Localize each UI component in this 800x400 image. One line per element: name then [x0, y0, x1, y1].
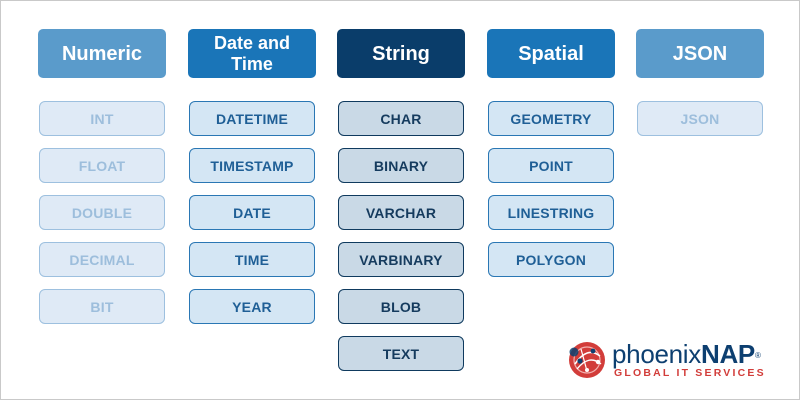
- logo-wordmark: phoenixNAP®: [612, 340, 761, 368]
- registered-mark: ®: [754, 351, 761, 360]
- phoenixnap-logo: phoenixNAP® GLOBAL IT SERVICES: [567, 336, 789, 384]
- category-header-json: JSON: [636, 29, 764, 78]
- type-list-numeric: INT FLOAT DOUBLE DECIMAL BIT: [39, 101, 165, 324]
- type-char: CHAR: [338, 101, 464, 136]
- type-int: INT: [39, 101, 165, 136]
- type-list-json: JSON: [637, 101, 763, 136]
- type-double: DOUBLE: [39, 195, 165, 230]
- type-list-string: CHAR BINARY VARCHAR VARBINARY BLOB TEXT: [338, 101, 464, 371]
- category-numeric: Numeric INT FLOAT DOUBLE DECIMAL BIT: [38, 29, 166, 336]
- type-varbinary: VARBINARY: [338, 242, 464, 277]
- type-year: YEAR: [189, 289, 315, 324]
- type-date: DATE: [189, 195, 315, 230]
- category-string: String CHAR BINARY VARCHAR VARBINARY BLO…: [337, 29, 465, 383]
- category-json: JSON JSON: [636, 29, 764, 148]
- type-linestring: LINESTRING: [488, 195, 614, 230]
- type-text: TEXT: [338, 336, 464, 371]
- category-header-string: String: [337, 29, 465, 78]
- type-bit: BIT: [39, 289, 165, 324]
- type-varchar: VARCHAR: [338, 195, 464, 230]
- type-datetime: DATETIME: [189, 101, 315, 136]
- type-time: TIME: [189, 242, 315, 277]
- type-blob: BLOB: [338, 289, 464, 324]
- type-decimal: DECIMAL: [39, 242, 165, 277]
- logo-name-nap: NAP: [700, 339, 755, 369]
- type-list-spatial: GEOMETRY POINT LINESTRING POLYGON: [488, 101, 614, 277]
- logo-name-phoenix: phoenix: [612, 339, 701, 369]
- phoenix-globe-icon: [569, 342, 605, 378]
- category-header-spatial: Spatial: [487, 29, 615, 78]
- type-polygon: POLYGON: [488, 242, 614, 277]
- type-json: JSON: [637, 101, 763, 136]
- type-geometry: GEOMETRY: [488, 101, 614, 136]
- type-binary: BINARY: [338, 148, 464, 183]
- logo-tagline: GLOBAL IT SERVICES: [614, 367, 766, 379]
- category-spatial: Spatial GEOMETRY POINT LINESTRING POLYGO…: [487, 29, 615, 289]
- category-date-and-time: Date and Time DATETIME TIMESTAMP DATE TI…: [188, 29, 316, 336]
- type-point: POINT: [488, 148, 614, 183]
- type-float: FLOAT: [39, 148, 165, 183]
- type-timestamp: TIMESTAMP: [189, 148, 315, 183]
- category-header-date-and-time: Date and Time: [188, 29, 316, 78]
- category-header-numeric: Numeric: [38, 29, 166, 78]
- type-list-date-and-time: DATETIME TIMESTAMP DATE TIME YEAR: [189, 101, 315, 324]
